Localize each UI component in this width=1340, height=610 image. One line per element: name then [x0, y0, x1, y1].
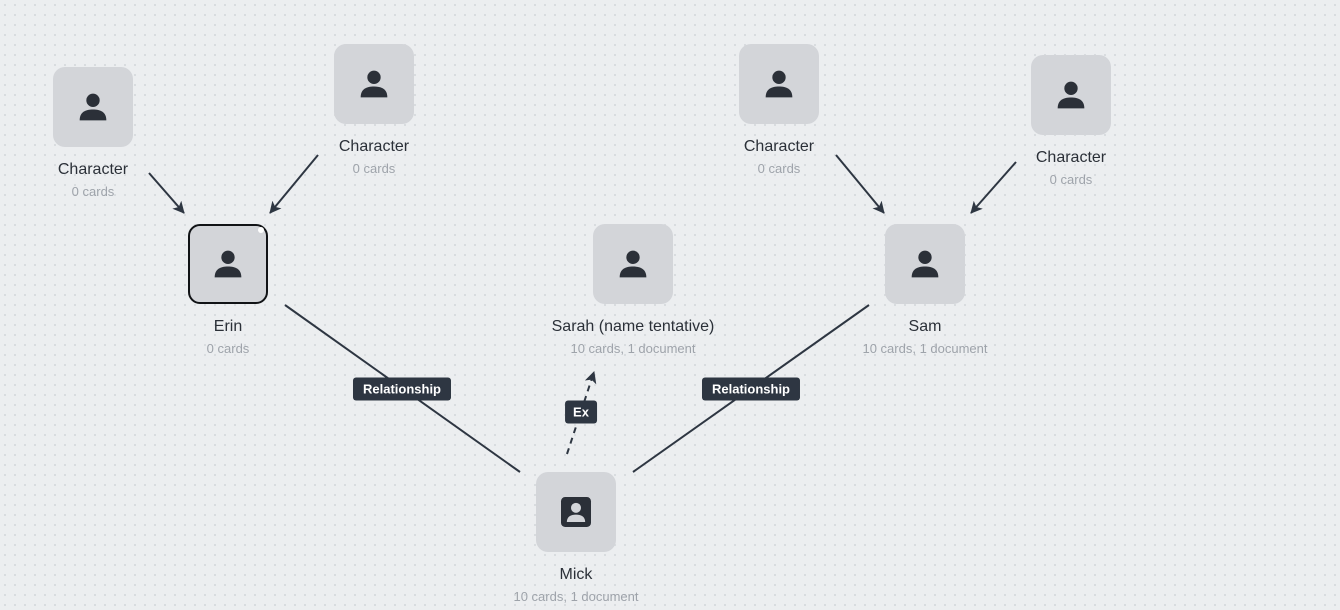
edge-label-ex[interactable]: Ex	[565, 400, 597, 424]
edge-character-4-sam[interactable]	[970, 161, 1017, 214]
node-title: Sarah (name tentative)	[551, 318, 715, 335]
node-character-2[interactable]: Character 0 cards	[274, 44, 474, 176]
node-title: Character	[57, 161, 129, 178]
node-character-1[interactable]: Character 0 cards	[0, 67, 193, 199]
node-subtitle: 10 cards, 1 document	[513, 589, 639, 604]
person-icon	[360, 70, 388, 98]
contact-card-icon	[561, 497, 591, 527]
person-icon	[911, 250, 939, 278]
node-title: Character	[338, 138, 410, 155]
person-icon	[765, 70, 793, 98]
node-subtitle: 0 cards	[1049, 172, 1093, 187]
node-title: Mick	[559, 566, 593, 583]
edge-character-1-erin[interactable]	[148, 172, 185, 214]
edge-mick-sarah[interactable]	[566, 371, 597, 455]
sam-tile[interactable]	[885, 224, 965, 304]
person-icon	[1057, 81, 1085, 109]
edge-label-relationship-sam[interactable]: Relationship	[701, 377, 801, 401]
edge-label-relationship-erin[interactable]: Relationship	[352, 377, 452, 401]
character-tile[interactable]	[53, 67, 133, 147]
character-tile[interactable]	[1031, 55, 1111, 135]
mick-tile[interactable]	[536, 472, 616, 552]
person-icon	[619, 250, 647, 278]
character-tile[interactable]	[334, 44, 414, 124]
node-character-4[interactable]: Character 0 cards	[971, 55, 1171, 187]
node-sarah[interactable]: Sarah (name tentative) 10 cards, 1 docum…	[533, 224, 733, 356]
node-subtitle: 0 cards	[352, 161, 396, 176]
person-icon	[79, 93, 107, 121]
node-subtitle: 0 cards	[71, 184, 115, 199]
edge-character-3-sam[interactable]	[835, 154, 885, 214]
node-subtitle: 0 cards	[757, 161, 801, 176]
node-sam[interactable]: Sam 10 cards, 1 document	[825, 224, 1025, 356]
character-tile[interactable]	[739, 44, 819, 124]
edge-character-2-erin[interactable]	[269, 154, 319, 214]
node-title: Erin	[213, 318, 243, 335]
node-erin[interactable]: Erin 0 cards	[128, 224, 328, 356]
connection-handle[interactable]	[258, 227, 264, 233]
node-subtitle: 0 cards	[206, 341, 250, 356]
node-title: Character	[1035, 149, 1107, 166]
node-subtitle: 10 cards, 1 document	[862, 341, 988, 356]
node-title: Character	[743, 138, 815, 155]
node-mick[interactable]: Mick 10 cards, 1 document	[476, 472, 676, 604]
node-character-3[interactable]: Character 0 cards	[679, 44, 879, 176]
sarah-tile[interactable]	[593, 224, 673, 304]
person-icon	[214, 250, 242, 278]
node-subtitle: 10 cards, 1 document	[570, 341, 696, 356]
erin-tile[interactable]	[188, 224, 268, 304]
node-title: Sam	[908, 318, 942, 335]
